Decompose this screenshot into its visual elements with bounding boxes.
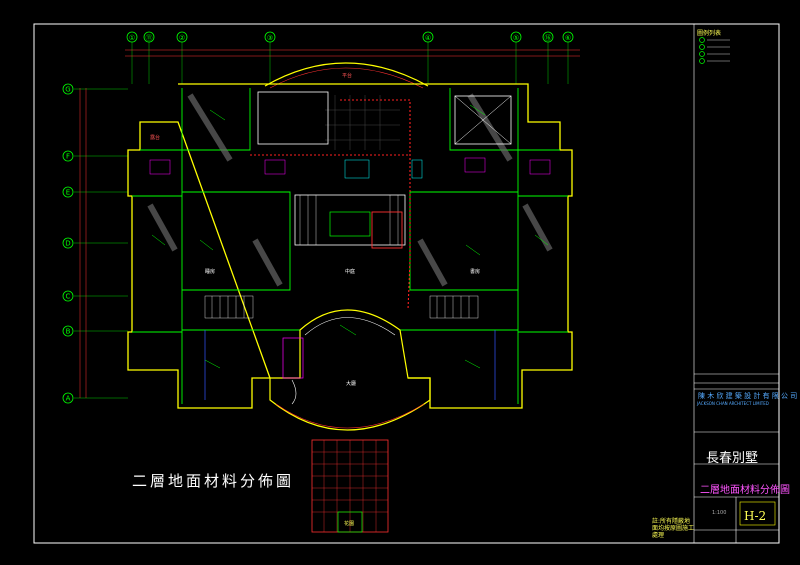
room-label-terrace: 平台 (342, 73, 353, 79)
room-label-balcony-left: 露台 (150, 135, 161, 141)
grid-row-label: C (66, 293, 71, 301)
grid-row-bubble (62, 325, 74, 337)
grid-row-bubble (62, 150, 74, 162)
company-name: 陳 木 欣 建 築 設 計 有 限 公 司 (698, 392, 798, 400)
grid-row-bubble (62, 290, 74, 302)
grid-row-label: D (65, 240, 70, 248)
grid-row-bubble (62, 186, 74, 198)
company-subtitle: JACKSON CHAN ARCHITECT LIMITED (697, 401, 769, 406)
grid-row-label: G (65, 86, 70, 94)
grid-column-label: ⑥ (565, 34, 571, 42)
drawing-scale: 1:100 (712, 510, 727, 516)
grid-column-label: ⑪ (146, 34, 153, 42)
grid-row-bubble (62, 237, 74, 249)
grid-row-label: A (66, 395, 71, 403)
grid-row-label: F (66, 153, 70, 161)
title-block (693, 23, 780, 544)
room-label-bedroom: 睡房 (205, 269, 216, 275)
grid-row-bubble (62, 392, 74, 404)
drawing-note: 註:所有隱蔽地面均按原圖施工處理 (652, 518, 695, 539)
drawing-title: 二層地面材料分佈圖 (132, 472, 295, 490)
grid-rows: G F E D C B A (62, 83, 128, 404)
grid-column-label: ① (129, 34, 135, 42)
grid-row-label: B (66, 328, 71, 336)
grid-column-label: ④ (425, 34, 431, 42)
grid-column-label: ⑤ (513, 34, 519, 42)
drawing-name: 二層地面材料分佈圖 (700, 485, 790, 496)
legend-title: 圖例列表 (697, 30, 722, 37)
floor-plan (127, 62, 573, 533)
room-label-hall: 大廳 (346, 381, 357, 387)
sheet-border (33, 23, 780, 544)
room-label-garden: 花園 (344, 521, 355, 527)
legend (699, 37, 730, 64)
grid-row-bubble (62, 83, 74, 95)
grid-column-label: ② (179, 34, 185, 42)
grid-columns: ① ⑪ ② ③ ④ ⑤ ⑯ ⑥ (126, 31, 574, 84)
grid-column-label: ③ (267, 34, 273, 42)
room-label-atrium: 中庭 (345, 269, 356, 275)
room-label-study: 書房 (470, 269, 481, 275)
grid-column-label: ⑯ (545, 34, 552, 42)
grid-row-label: E (66, 189, 70, 197)
drawing-number: H-2 (744, 509, 767, 523)
project-name: 長春別墅 (706, 451, 759, 466)
dimension-lines (79, 49, 580, 398)
